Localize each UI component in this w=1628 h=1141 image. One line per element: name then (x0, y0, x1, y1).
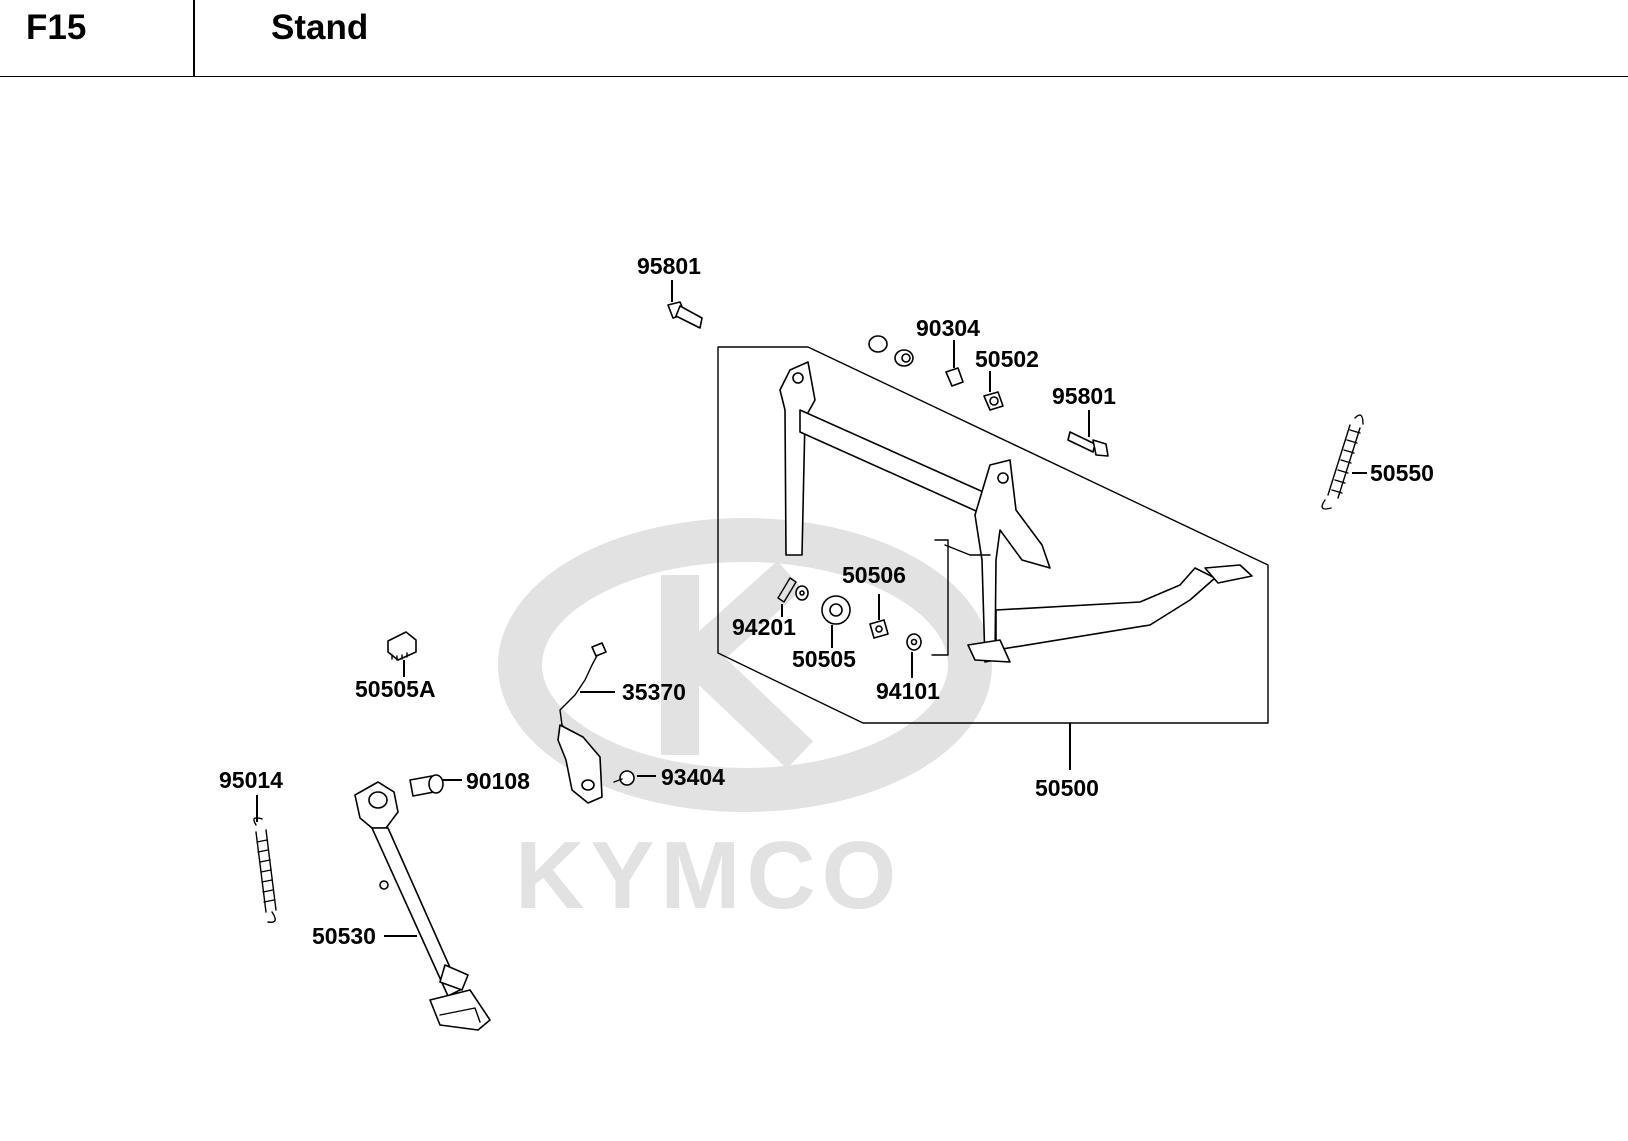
part-label-90108: 90108 (466, 768, 530, 794)
part-label-50502: 50502 (975, 346, 1039, 372)
part-label-50530: 50530 (312, 923, 376, 949)
part-label-95801-right: 95801 (1052, 383, 1116, 409)
part-label-94101: 94101 (876, 678, 940, 704)
part-label-94201: 94201 (732, 614, 796, 640)
part-label-50550: 50550 (1370, 460, 1434, 486)
collar-50506 (869, 619, 889, 639)
roller-50505 (821, 595, 851, 625)
part-label-93404: 93404 (661, 764, 725, 790)
screw-93404 (613, 770, 635, 786)
stopper-50505A (387, 631, 417, 661)
part-label-50505A: 50505A (355, 676, 436, 702)
header-divider (193, 0, 195, 76)
bushing-90304 (868, 335, 964, 387)
page-title: Stand (271, 8, 369, 47)
center-stand-group-outline (717, 346, 1269, 724)
center-stand-drawing (779, 361, 1253, 663)
part-label-35370: 35370 (622, 679, 686, 705)
page-header: F15 Stand (0, 0, 1628, 77)
bolt-95801-left (667, 301, 703, 329)
part-label-50500: 50500 (1035, 775, 1099, 801)
side-stand-50530 (354, 781, 491, 1031)
clip-94201 (777, 577, 809, 603)
collar-50502 (983, 391, 1004, 411)
spring-50550 (1321, 414, 1364, 510)
kymco-watermark-logo: KYMCO (498, 518, 992, 929)
bolt-90108 (409, 774, 444, 797)
bolt-95801-right (1067, 431, 1109, 457)
center-stand-bracket-line (931, 539, 949, 656)
washer-94101 (906, 633, 922, 651)
spring-95014 (253, 817, 277, 923)
part-label-50505: 50505 (792, 646, 856, 672)
part-label-95801-left: 95801 (637, 253, 701, 279)
part-label-90304: 90304 (916, 315, 980, 341)
watermark-brand: KYMCO (515, 822, 902, 929)
part-label-50506: 50506 (842, 562, 906, 588)
section-code: F15 (26, 8, 87, 47)
part-label-95014: 95014 (219, 767, 283, 793)
switch-35370 (557, 642, 607, 804)
